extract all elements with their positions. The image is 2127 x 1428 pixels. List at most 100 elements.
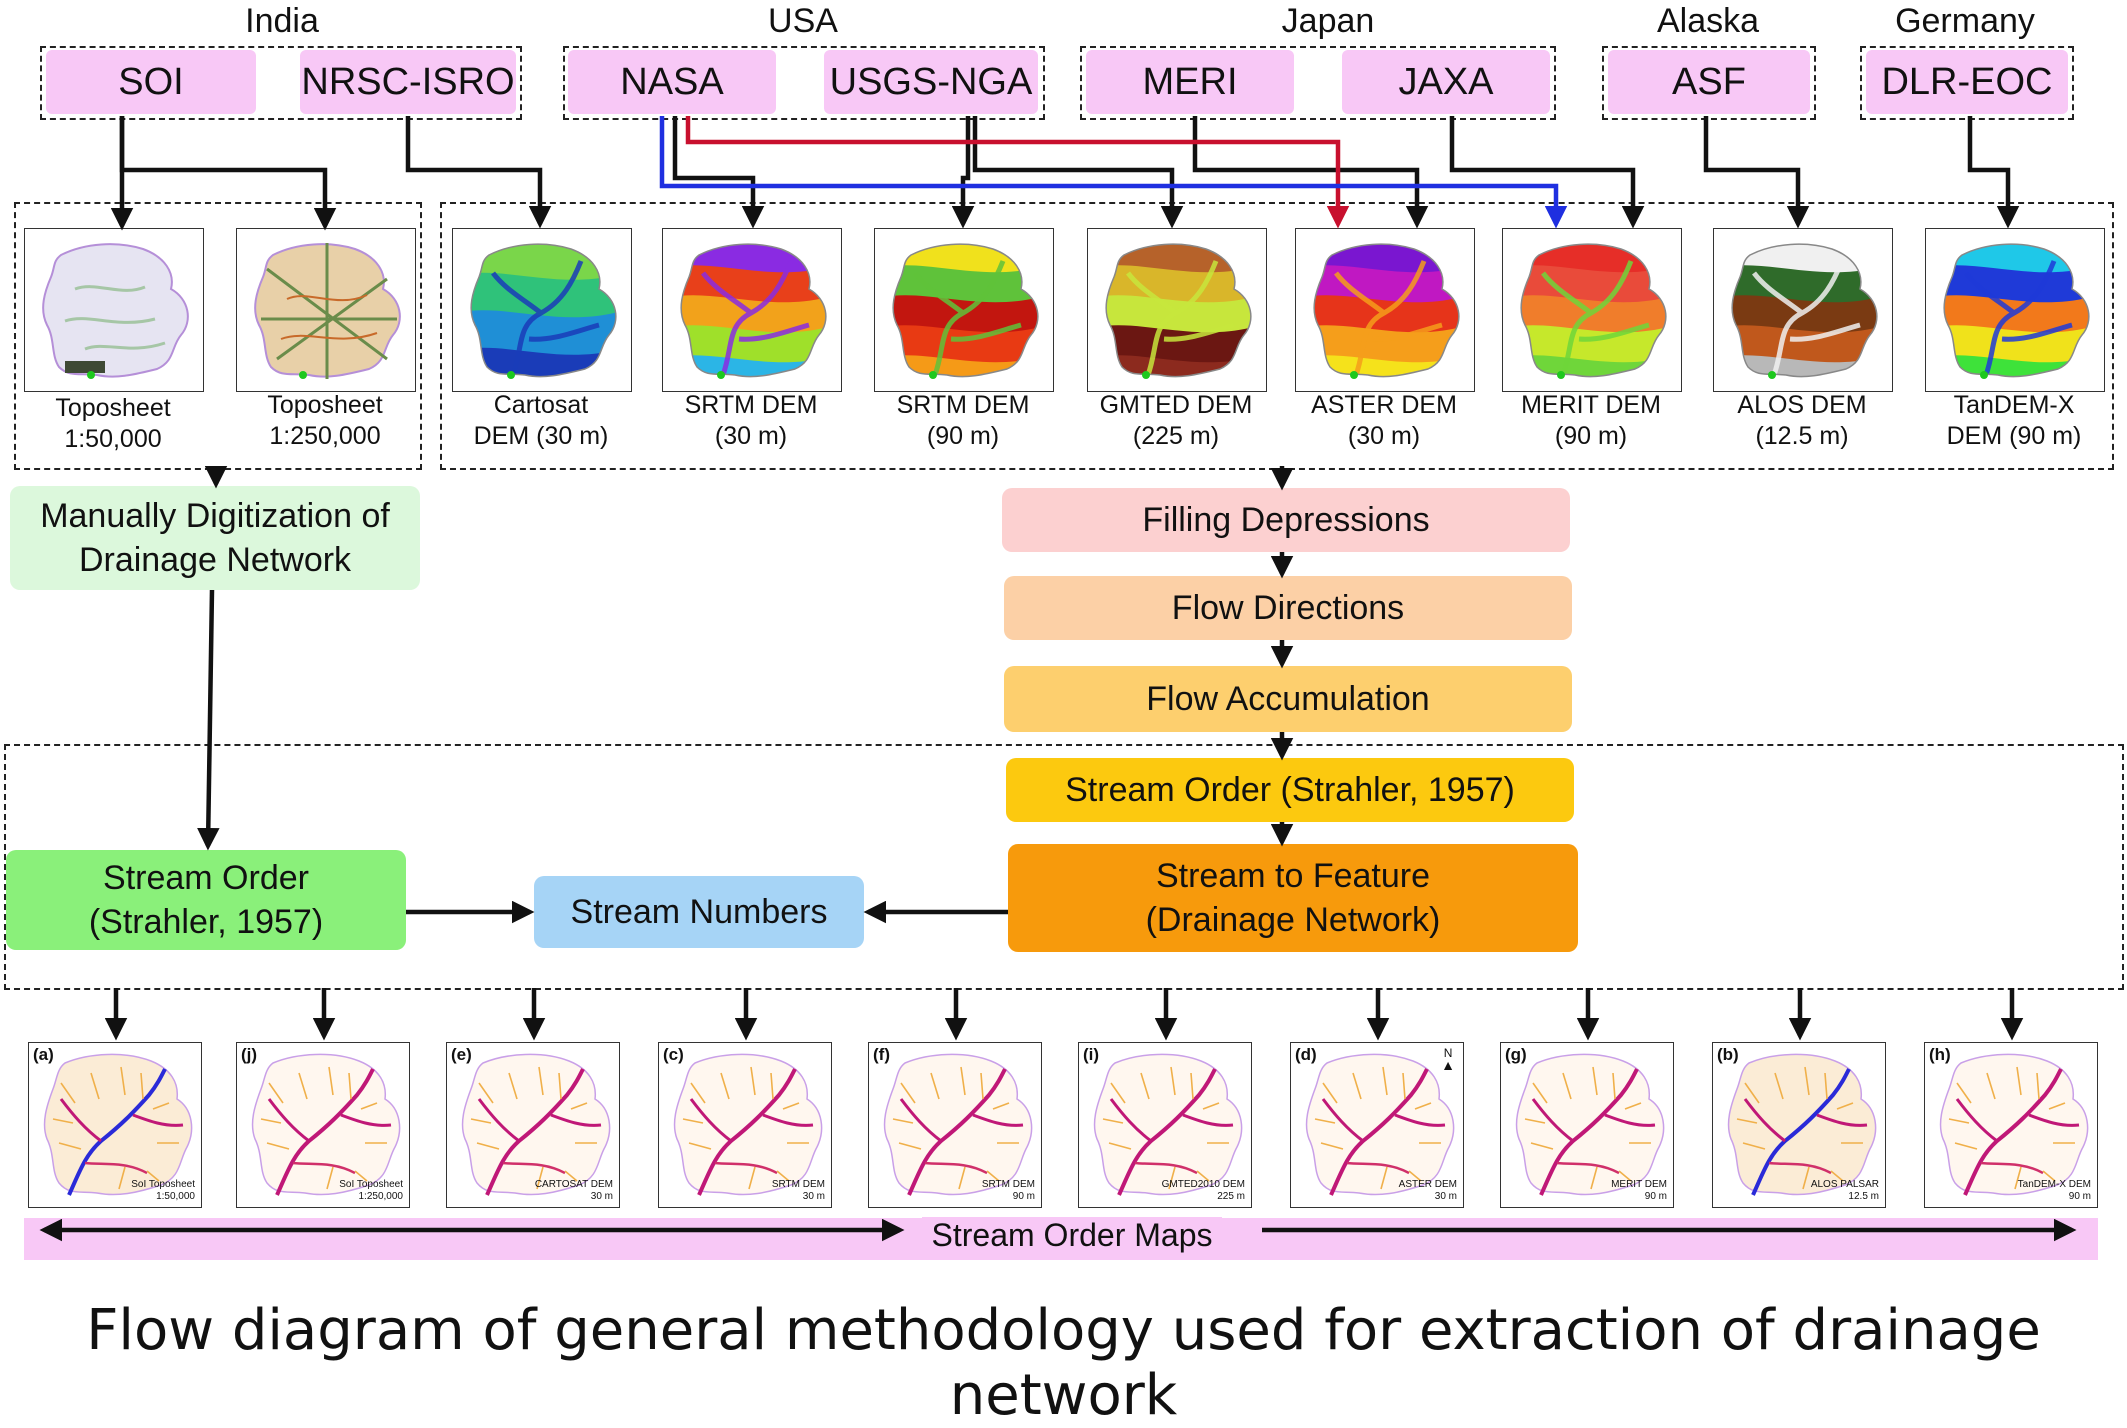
dem-thumbnail-3 [1087,228,1267,392]
dem-label-3: GMTED DEM (225 m) [1071,390,1281,452]
toposheet-250k-line2: 1:250,000 [269,422,381,450]
north-arrow-glyph: ▲ [1441,1057,1455,1073]
map-letter: (j) [241,1045,258,1064]
map-label-line1: SRTM DEM [981,1179,1035,1190]
map-letter: (a) [33,1045,54,1064]
dem-label-line2: (12.5 m) [1755,422,1849,450]
map-label-line1: SoI Toposheet [339,1179,403,1190]
map-label-line2: 90 m [1012,1191,1035,1202]
map-letter: (f) [873,1045,890,1064]
dem-label-line2: DEM (30 m) [473,422,609,450]
dem-label-line2: (90 m) [926,422,1000,450]
map-label-line2: 225 m [1217,1191,1245,1202]
map-label-line2: 90 m [1644,1191,1667,1202]
map-label-line1: SoI Toposheet [131,1179,195,1190]
dem-label-1: SRTM DEM(30 m) [646,390,856,452]
country-usa: USA [768,2,838,40]
dem-label-line2: (90 m) [1554,422,1628,450]
dem-thumbnail-4 [1295,228,1475,392]
agency-nasa: NASA [568,50,776,114]
agency-meri: MERI [1086,50,1294,114]
map-label-line2: 30 m [590,1191,613,1202]
toposheet-50k-label: Toposheet 1:50,000 [8,393,218,455]
filling-depressions-step: Filling Depressions [1002,488,1570,552]
map-letter: (d) [1295,1045,1317,1064]
germany-agency-group [1860,46,2074,120]
country-alaska: Alaska [1656,2,1760,40]
north-arrow-icon: N▲ [1441,1047,1455,1073]
agency-nrsc-isro: NRSC-ISRO [300,50,516,114]
dem-label-line1: SRTM DEM [896,391,1030,419]
map-label-line1: ALOS PALSAR [1810,1179,1879,1190]
map-label-line1: ASTER DEM [1398,1179,1457,1190]
agency-asf: ASF [1608,50,1810,114]
dem-label-2: SRTM DEM (90 m) [858,390,1068,452]
map-label-line2: 90 m [2068,1191,2091,1202]
map-letter: (e) [451,1045,472,1064]
toposheet-50k-line2: 1:50,000 [64,425,162,453]
map-label-line2: 12.5 m [1848,1191,1879,1202]
agency-usgs-nga: USGS-NGA [824,50,1038,114]
map-label-line1: GMTED2010 DEM [1161,1179,1245,1190]
toposheet-250k-label: Toposheet 1:250,000 [220,390,430,452]
dem-label-line1: GMTED DEM [1099,391,1253,419]
map-label-line1: MERIT DEM [1611,1179,1667,1190]
map-label-line1: SRTM DEM [771,1179,825,1190]
toposheet-250k-thumbnail [236,228,416,392]
map-label-line2: 1:50,000 [156,1191,195,1202]
dem-thumbnail-1 [662,228,842,392]
map-label-line2: 30 m [802,1191,825,1202]
dem-label-line1: ASTER DEM [1311,391,1457,419]
manual-digitization-step: Manually Digitization of Drainage Networ… [10,486,420,590]
maps-banner-label: Stream Order Maps [922,1217,1222,1254]
map-label-line2: 1:250,000 [358,1191,404,1202]
dem-thumbnail-2 [874,228,1054,392]
dem-label-line1: Cartosat [493,391,589,419]
map-label-line2: 30 m [1434,1191,1457,1202]
dem-label-line2: (225 m) [1132,422,1220,450]
flow-directions-step: Flow Directions [1004,576,1572,640]
dem-label-line1: SRTM DEM [684,391,818,419]
country-india: India [245,2,319,40]
dem-label-5: MERIT DEM(90 m) [1486,390,1696,452]
agency-jaxa: JAXA [1342,50,1550,114]
country-japan: Japan [1281,2,1375,40]
flow-accumulation-step: Flow Accumulation [1004,666,1572,732]
map-letter: (c) [663,1045,684,1064]
country-germany: Germany [1895,2,2035,40]
map-letter: (h) [1929,1045,1951,1064]
dem-thumbnail-0 [452,228,632,392]
dem-label-line2: (30 m) [1347,422,1421,450]
stream-to-feature-step: Stream to Feature (Drainage Network) [1008,844,1578,952]
dem-label-4: ASTER DEM (30 m) [1279,390,1489,452]
figure-caption: Flow diagram of general methodology used… [86,1298,2041,1428]
dem-thumbnail-6 [1713,228,1893,392]
dem-label-6: ALOS DEM(12.5 m) [1697,390,1907,452]
map-letter: (g) [1505,1045,1527,1064]
map-letter: (b) [1717,1045,1739,1064]
dem-thumbnail-5 [1502,228,1682,392]
stream-numbers-step: Stream Numbers [534,876,864,948]
map-label-line1: CARTOSAT DEM [534,1179,613,1190]
dem-label-line1: TanDEM-X [1953,391,2075,419]
dem-thumbnail-7 [1925,228,2105,392]
agency-dlr-eoc: DLR-EOC [1866,50,2068,114]
